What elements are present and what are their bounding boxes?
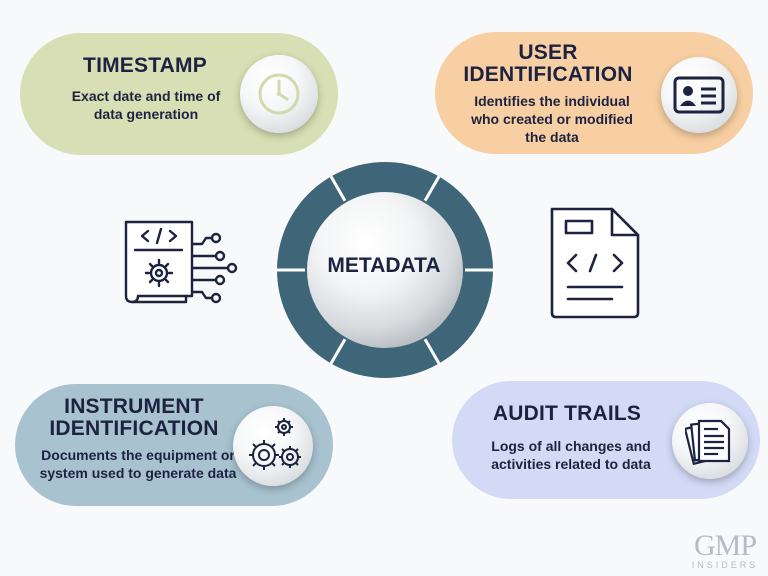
user-identification-title: USER IDENTIFICATION xyxy=(463,41,633,86)
code-document-network-icon xyxy=(124,220,238,304)
id-card-icon xyxy=(673,76,725,114)
timestamp-card: TIMESTAMP Exact date and time of data ge… xyxy=(20,33,338,155)
user-identification-desc: Identifies the individual who created or… xyxy=(471,93,633,145)
audit-trails-title: AUDIT TRAILS xyxy=(492,402,642,425)
gears-icon-orb xyxy=(233,406,313,486)
user-identification-card: USER IDENTIFICATION Identifies the indiv… xyxy=(435,32,753,154)
audit-trails-card: AUDIT TRAILS Logs of all changes and act… xyxy=(452,381,760,499)
code-file-icon xyxy=(550,207,640,319)
timestamp-desc: Exact date and time of data generation xyxy=(71,88,221,122)
instrument-identification-card: INSTRUMENT IDENTIFICATION Documents the … xyxy=(15,384,333,506)
audit-trails-desc: Logs of all changes and activities relat… xyxy=(491,438,651,472)
documents-icon-orb xyxy=(672,403,748,479)
documents-icon xyxy=(685,419,731,466)
id-card-icon-orb xyxy=(661,57,737,133)
gmp-insiders-logo: GMP INSIDERS xyxy=(691,529,759,571)
clock-icon-orb xyxy=(240,55,318,133)
metadata-ring xyxy=(277,162,493,378)
timestamp-title: TIMESTAMP xyxy=(83,54,207,77)
metadata-label: METADATA xyxy=(327,254,441,277)
clock-icon xyxy=(258,73,300,115)
instrument-identification-desc: Documents the equipment or system used t… xyxy=(39,447,237,481)
instrument-identification-title: INSTRUMENT IDENTIFICATION xyxy=(49,395,219,440)
gears-icon xyxy=(249,418,301,470)
